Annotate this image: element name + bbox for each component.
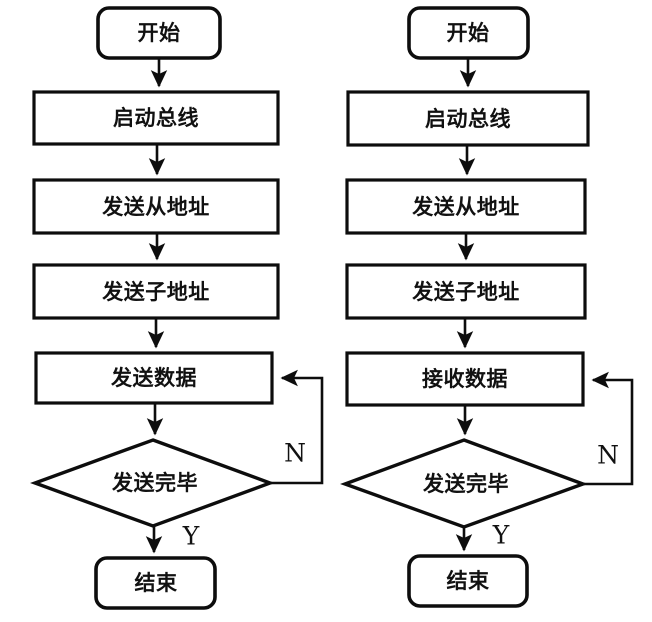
send-data-flowchart: 开始 启动总线 发送从地址 发送子地址 发送数据 发送完毕 <box>30 6 324 610</box>
right-end-label: 结束 <box>447 569 490 593</box>
right-step2-label: 发送从地址 <box>411 195 520 219</box>
right-end-node[interactable] <box>407 554 529 608</box>
right-loop-no-connector <box>583 371 634 486</box>
left-step3-label: 发送子地址 <box>101 280 210 304</box>
right-step4-node[interactable] <box>345 351 585 407</box>
left-step2-label: 发送从地址 <box>101 195 210 219</box>
right-decision-label: 发送完毕 <box>422 472 509 496</box>
right-start-label: 开始 <box>447 21 490 45</box>
left-end-node[interactable] <box>94 556 217 610</box>
left-start-label: 开始 <box>138 21 181 45</box>
right-step1-node[interactable] <box>346 90 590 147</box>
right-step4-label: 接收数据 <box>422 367 508 391</box>
left-decision-label: 发送完毕 <box>111 471 198 495</box>
left-step1-label: 启动总线 <box>113 106 199 130</box>
right-branch-label-no: N <box>597 441 619 470</box>
left-end-label: 结束 <box>135 571 178 595</box>
left-step4-label: 发送数据 <box>110 366 197 390</box>
right-step1-label: 启动总线 <box>425 107 511 131</box>
left-step3-node[interactable] <box>32 263 280 320</box>
left-branch-label-no: N <box>284 439 306 468</box>
receive-data-flowchart: 开始 启动总线 发送从地址 发送子地址 接收数据 发送完毕 N <box>340 6 634 608</box>
left-step1-node[interactable] <box>32 90 280 146</box>
right-step3-node[interactable] <box>345 263 587 320</box>
right-branch-label-yes: Y <box>492 521 510 550</box>
right-step3-label: 发送子地址 <box>411 280 520 304</box>
left-branch-label-yes: Y <box>182 522 200 551</box>
left-loop-no-connector <box>270 369 324 485</box>
